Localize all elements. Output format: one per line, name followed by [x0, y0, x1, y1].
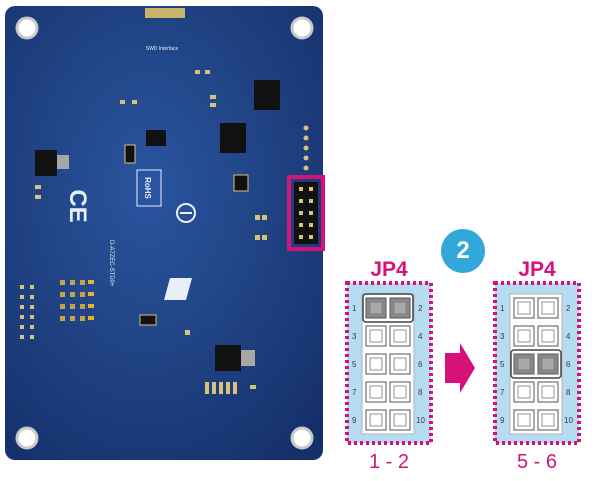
regulator-tab-bottom — [241, 350, 255, 366]
pin-cell-inner — [369, 357, 383, 371]
pin-cell-inner — [369, 329, 383, 343]
pin-cell-inner — [541, 385, 555, 399]
pin-cell-inner — [393, 329, 407, 343]
jumper-small-3 — [139, 314, 157, 326]
pin-cell-inner — [517, 301, 531, 315]
pin-cell-inner — [541, 357, 555, 371]
pin-cell-inner — [541, 301, 555, 315]
smd-pads — [35, 70, 267, 394]
jp4-header-on-board — [294, 182, 318, 244]
pin-cell-inner — [393, 301, 407, 315]
pin-1: 1 — [352, 304, 357, 313]
model-label: D-A7ZEC-STD0+ — [108, 240, 114, 287]
pin-cell-inner — [517, 357, 531, 371]
side-header-pins — [303, 125, 309, 171]
regulator-bottom — [215, 345, 241, 371]
transistor — [146, 130, 166, 146]
pin-8: 8 — [566, 388, 571, 397]
pin-cell-inner — [517, 329, 531, 343]
ic-chip-top — [254, 80, 280, 110]
mounting-hole-top-left — [15, 16, 39, 40]
pin-2: 2 — [566, 304, 571, 313]
arrow-right-icon — [445, 343, 475, 393]
jp4-highlight-frame — [287, 175, 325, 251]
pin-6: 6 — [566, 360, 571, 369]
pin-cell-inner — [369, 413, 383, 427]
regulator-left — [35, 150, 57, 176]
pin-2: 2 — [418, 304, 423, 313]
ic-chip-middle — [220, 123, 246, 153]
pin-4: 4 — [566, 332, 571, 341]
pin-9: 9 — [500, 416, 505, 425]
jp4-after-caption: 5 - 6 — [516, 451, 558, 473]
st-logo — [164, 278, 192, 300]
ce-mark: CE — [64, 189, 91, 222]
left-header — [20, 285, 34, 339]
rohs-box — [136, 169, 162, 207]
mounting-hole-bottom-left — [15, 426, 39, 450]
pcb-outline — [5, 6, 323, 460]
pin-cell-inner — [393, 385, 407, 399]
jp4-before-pin-cells — [365, 297, 411, 431]
pin-5: 5 — [352, 360, 357, 369]
jp4-after-diagram: 1 3 5 7 9 2 4 6 8 10 — [493, 281, 581, 445]
pin-cell-inner — [369, 385, 383, 399]
swd-label: SWD Interface — [146, 46, 179, 52]
pin-3: 3 — [500, 332, 505, 341]
jumper-small-1 — [124, 144, 136, 164]
pin-cell-inner — [393, 357, 407, 371]
pin-7: 7 — [500, 388, 505, 397]
jp4-before-dashed-frame — [345, 281, 433, 445]
jp4-after-pin-cells — [513, 297, 559, 431]
jumper-cap-before — [362, 293, 414, 323]
pin-10: 10 — [564, 416, 573, 425]
pin-5: 5 — [500, 360, 505, 369]
pin-7: 7 — [352, 388, 357, 397]
pin-8: 8 — [418, 388, 423, 397]
connector-grid — [60, 280, 94, 321]
jp4-before-diagram: 1 3 5 7 9 2 4 6 8 10 — [345, 281, 433, 445]
jp4-before-caption: 1 - 2 — [368, 451, 410, 473]
board-logo-circle — [176, 203, 196, 223]
mounting-hole-top-right — [290, 16, 314, 40]
pin-4: 4 — [418, 332, 423, 341]
pin-3: 3 — [352, 332, 357, 341]
regulator-tab-left — [57, 155, 69, 169]
rohs-label: RoHS — [143, 177, 152, 199]
mounting-hole-bottom-right — [290, 426, 314, 450]
pin-9: 9 — [352, 416, 357, 425]
jumper-small-2 — [233, 174, 249, 192]
jp4-after-dashed-frame — [493, 281, 581, 445]
jp4-before-title: JP4 — [370, 258, 408, 281]
pin-6: 6 — [418, 360, 423, 369]
pin-cell-inner — [541, 329, 555, 343]
pin-cell-inner — [369, 301, 383, 315]
pin-cell-inner — [541, 413, 555, 427]
jp4-after-title: JP4 — [518, 258, 556, 281]
pcb-board: SWD Interface — [5, 6, 325, 460]
pin-cell-inner — [517, 413, 531, 427]
pin-10: 10 — [416, 416, 425, 425]
pin-1: 1 — [500, 304, 505, 313]
top-connector — [145, 8, 185, 18]
pin-cell-inner — [393, 413, 407, 427]
pin-cell-inner — [517, 385, 531, 399]
step-badge: 2 — [441, 229, 485, 273]
jp4-board-pins — [299, 187, 313, 239]
jumper-cap-after — [510, 349, 562, 379]
